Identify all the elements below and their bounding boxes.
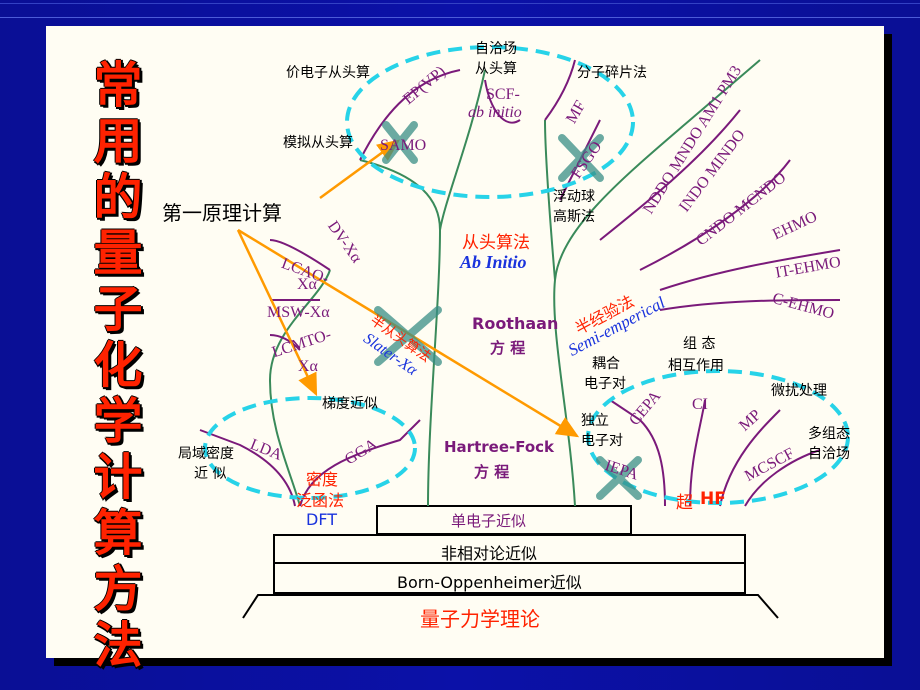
base-platform <box>242 505 779 619</box>
floating-gauss-label-1: 浮动球 <box>553 189 595 205</box>
lcmto-xa-label: Xα <box>298 358 318 375</box>
title-char: 学 <box>93 393 143 450</box>
config-interaction-label-1: 组 态 <box>683 336 716 352</box>
functional-cn-label: 泛函法 <box>296 491 345 510</box>
one-electron-label: 单电子近似 <box>451 512 527 530</box>
title-char: 方 <box>93 561 143 618</box>
local-density-label-2: 近 似 <box>194 466 227 482</box>
dashed-ellipses <box>203 45 850 505</box>
independent-pair-label-2: 电子对 <box>581 433 623 449</box>
floating-gauss-label-2: 高斯法 <box>553 209 595 225</box>
title-char: 计 <box>93 449 143 506</box>
ab-initio-en-label: Ab Initio <box>460 252 527 272</box>
lcao-xa-label: Xα <box>297 276 317 293</box>
top-rule-1 <box>0 3 920 4</box>
ci-label: CI <box>692 396 708 413</box>
title-char: 的 <box>93 169 143 226</box>
scf-ab-initio-label: ab initio <box>468 104 522 121</box>
independent-pair-label-1: 独立 <box>581 413 609 429</box>
title-char: 常 <box>93 57 143 114</box>
post-hf-super-label: 超 <box>676 493 693 513</box>
density-cn-label: 密度 <box>306 470 339 489</box>
dft-label: DFT <box>306 510 338 529</box>
local-density-label-1: 局域密度 <box>178 446 234 462</box>
title-char: 子 <box>93 281 143 338</box>
scf-cn-label-1: 自洽场 <box>475 41 517 57</box>
samo-label: SAMO <box>380 137 427 154</box>
quantum-mechanics-label: 量子力学理论 <box>420 607 540 631</box>
model-ab-initio-label: 模拟从头算 <box>283 135 353 151</box>
top-rule-2 <box>0 17 920 18</box>
title-char: 量 <box>93 225 143 282</box>
perturbation-label: 微扰处理 <box>771 383 827 399</box>
gradient-approx-label: 梯度近似 <box>322 396 378 412</box>
orange-arrows <box>236 139 580 438</box>
cross-marks <box>374 121 642 500</box>
valence-ab-initio-label: 价电子从头算 <box>286 65 370 81</box>
non-relativistic-label: 非相对论近似 <box>441 544 538 563</box>
title-char: 化 <box>93 337 143 394</box>
coupled-pair-label-1: 耦合 <box>592 356 620 372</box>
coupled-pair-label-2: 电子对 <box>584 376 626 392</box>
ab-initio-cn-label: 从头算法 <box>462 233 530 253</box>
mcscf-cn-label-2: 自洽场 <box>808 446 850 462</box>
title-char: 用 <box>93 113 143 170</box>
roothaan-label: Roothaan <box>472 314 559 333</box>
vertical-title: 常用的量子化学计算方法 <box>88 58 148 674</box>
config-interaction-label-2: 相互作用 <box>668 358 724 374</box>
title-char: 算 <box>93 505 143 562</box>
scf-cn-label-2: 从头算 <box>475 61 517 77</box>
hartree-fock-label: Hartree-Fock <box>444 438 555 456</box>
fragment-method-label: 分子碎片法 <box>577 65 647 81</box>
born-oppenheimer-label: Born-Oppenheimer近似 <box>397 573 582 592</box>
roothaan-equation-label: 方 程 <box>490 339 526 357</box>
scf-label: SCF- <box>486 86 520 103</box>
mcscf-cn-label-1: 多组态 <box>808 426 850 442</box>
hartree-fock-equation-label: 方 程 <box>474 463 510 481</box>
msw-xa-label: MSW-Xα <box>267 304 330 321</box>
purple-branches <box>199 59 841 507</box>
first-principles-label: 第一原理计算 <box>162 201 282 225</box>
title-char: 法 <box>93 617 143 674</box>
post-hf-hf-label: HF <box>700 489 726 509</box>
